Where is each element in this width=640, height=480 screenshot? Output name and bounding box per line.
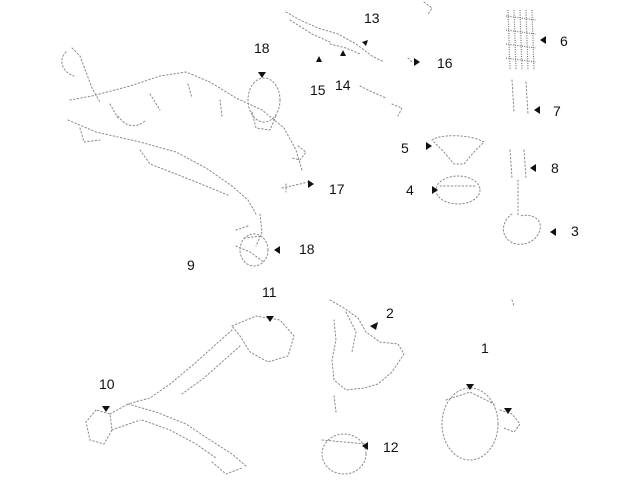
pointer-17 bbox=[308, 180, 314, 188]
callout-label-4: 4 bbox=[406, 182, 414, 198]
callout-label-2: 2 bbox=[386, 305, 394, 321]
callout-label-6: 6 bbox=[560, 33, 568, 49]
callout-label-17: 17 bbox=[329, 181, 345, 197]
pointer-18b bbox=[274, 246, 280, 254]
callout-label-8: 8 bbox=[551, 160, 559, 176]
callout-label-1: 1 bbox=[481, 340, 489, 356]
callout-label-9: 9 bbox=[187, 257, 195, 273]
pointer-13 bbox=[362, 40, 368, 46]
pointer-8 bbox=[530, 164, 536, 172]
pointer-4 bbox=[432, 186, 438, 194]
callout-label-15: 15 bbox=[310, 82, 326, 98]
callout-label-10: 10 bbox=[99, 376, 115, 392]
stabilizer-link-hardware bbox=[285, 1, 433, 117]
pointer-11 bbox=[266, 316, 274, 322]
bump-stopper bbox=[435, 175, 481, 205]
bolt-17 bbox=[281, 181, 309, 193]
callout-label-12: 12 bbox=[383, 439, 399, 455]
pointer-12 bbox=[362, 442, 368, 450]
spring-seat bbox=[431, 135, 485, 165]
bushing-upper bbox=[247, 77, 281, 131]
callout-label-3: 3 bbox=[571, 223, 579, 239]
pointer-3 bbox=[550, 228, 556, 236]
wheel-hub bbox=[441, 387, 521, 461]
callout-label-14: 14 bbox=[335, 77, 351, 93]
pointer-1b bbox=[504, 408, 512, 414]
pointer-1 bbox=[466, 384, 474, 390]
steering-knuckle bbox=[321, 299, 515, 475]
callout-label-16: 16 bbox=[437, 55, 453, 71]
callout-label-11: 11 bbox=[262, 284, 277, 300]
callout-pointers bbox=[102, 36, 556, 450]
pointer-15 bbox=[316, 56, 322, 62]
callout-labels: 1 2 3 4 5 6 7 8 9 10 11 12 13 14 15 16 1… bbox=[99, 10, 579, 455]
pointer-14 bbox=[340, 50, 346, 56]
callout-label-13: 13 bbox=[364, 10, 380, 26]
callout-label-18a: 18 bbox=[254, 40, 270, 56]
pointer-16 bbox=[414, 58, 420, 66]
pointer-10 bbox=[102, 406, 110, 412]
crossmember-subframe bbox=[61, 47, 307, 263]
pointer-7 bbox=[534, 106, 540, 114]
shock-absorber bbox=[503, 9, 541, 245]
bushing-lower bbox=[239, 233, 269, 267]
pointer-18a bbox=[258, 72, 266, 78]
callout-label-7: 7 bbox=[553, 103, 561, 119]
pointer-5 bbox=[426, 142, 432, 150]
pointer-2 bbox=[370, 322, 378, 330]
pointer-6 bbox=[540, 36, 546, 44]
lower-control-arm bbox=[85, 315, 295, 475]
callout-label-5: 5 bbox=[401, 140, 409, 156]
callout-label-18b: 18 bbox=[299, 241, 315, 257]
